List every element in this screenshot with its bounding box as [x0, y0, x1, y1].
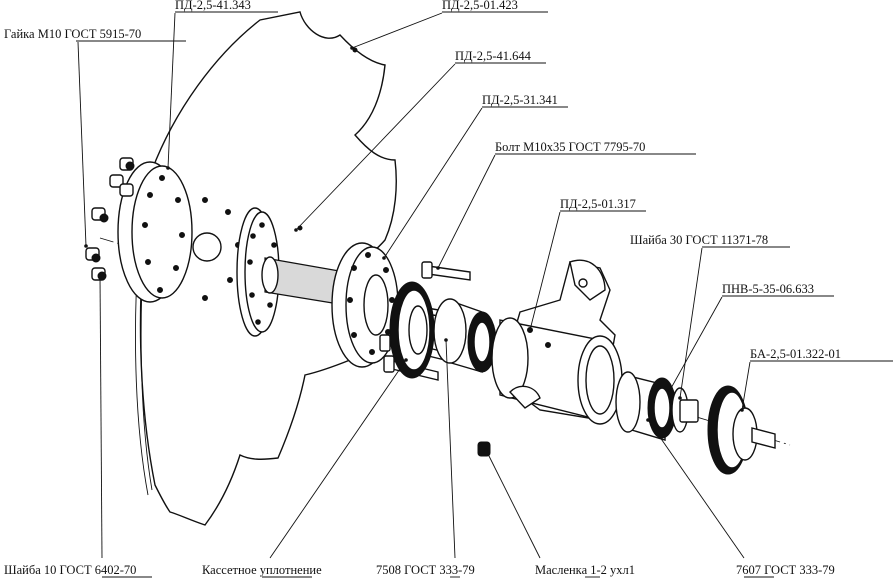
label-axle-flange: ПД-2,5-41.644 [455, 49, 532, 63]
leader-hub-flange [383, 107, 483, 259]
leader-disc [351, 12, 443, 49]
leader-dot-seal [404, 358, 408, 362]
label-hub-flange: ПД-2,5-31.341 [482, 93, 558, 107]
housing-part [491, 259, 623, 425]
label-nut-pnv: ПНВ-5-35-06.633 [722, 282, 814, 296]
leader-bolt [437, 154, 496, 269]
bearing-7607-part [615, 371, 677, 441]
label-bearing7508: 7508 ГОСТ 333-79 [376, 563, 475, 577]
label-cap: БА-2,5-01.322-01 [750, 347, 841, 361]
leader-bearing7607 [647, 419, 745, 559]
label-nut: Гайка М10 ГОСТ 5915-70 [4, 27, 141, 41]
leader-dot-flange [166, 166, 170, 170]
leader-washer30 [679, 247, 703, 399]
label-seal: Кассетное уплотнение [202, 563, 322, 577]
cap-part [707, 385, 776, 475]
leader-axle-flange [295, 63, 456, 231]
leader-dot-housing [528, 328, 532, 332]
bearing-7508-part [433, 298, 497, 373]
label-washer30: Шайба 30 ГОСТ 11371-78 [630, 233, 768, 247]
leader-dot-hub-flange [382, 256, 386, 260]
leader-dot-bearing7607 [646, 418, 650, 422]
leader-cap [741, 361, 751, 411]
leader-dot-disc [350, 46, 354, 50]
leader-dot-cap [740, 408, 744, 412]
leader-grease [485, 449, 541, 559]
label-disc: ПД-2,5-01.423 [442, 0, 518, 12]
label-bolt: Болт М10х35 ГОСТ 7795-70 [495, 140, 645, 154]
leader-dot-bearing7508 [444, 338, 448, 342]
label-bearing7607: 7607 ГОСТ 333-79 [736, 563, 835, 577]
leader-dot-axle-flange [294, 228, 298, 232]
leader-flange [167, 12, 176, 169]
leader-housing [529, 211, 561, 331]
nuts-part [85, 157, 135, 281]
leader-nut [77, 41, 87, 247]
label-washer10: Шайба 10 ГОСТ 6402-70 [4, 563, 136, 577]
leader-dot-nut [84, 244, 88, 248]
leader-lines [76, 11, 893, 578]
leader-bearing7508 [445, 339, 456, 559]
leader-dot-bolt [436, 266, 440, 270]
flange-part [117, 161, 193, 303]
hub-flange-part [331, 242, 399, 368]
label-housing: ПД-2,5-01.317 [560, 197, 636, 211]
leader-seal [269, 359, 407, 559]
label-flange: ПД-2,5-41.343 [175, 0, 251, 12]
leader-nut-pnv [669, 296, 723, 391]
leader-dot-grease [484, 448, 488, 452]
leader-washer10 [99, 275, 103, 559]
leader-dot-washer10 [98, 274, 102, 278]
leader-dot-nut-pnv [668, 388, 672, 392]
leader-dot-washer30 [678, 396, 682, 400]
cassette-seal-part [389, 281, 435, 379]
washer-30-part [671, 387, 699, 433]
label-grease: Масленка 1-2 ухл1 [535, 563, 635, 577]
